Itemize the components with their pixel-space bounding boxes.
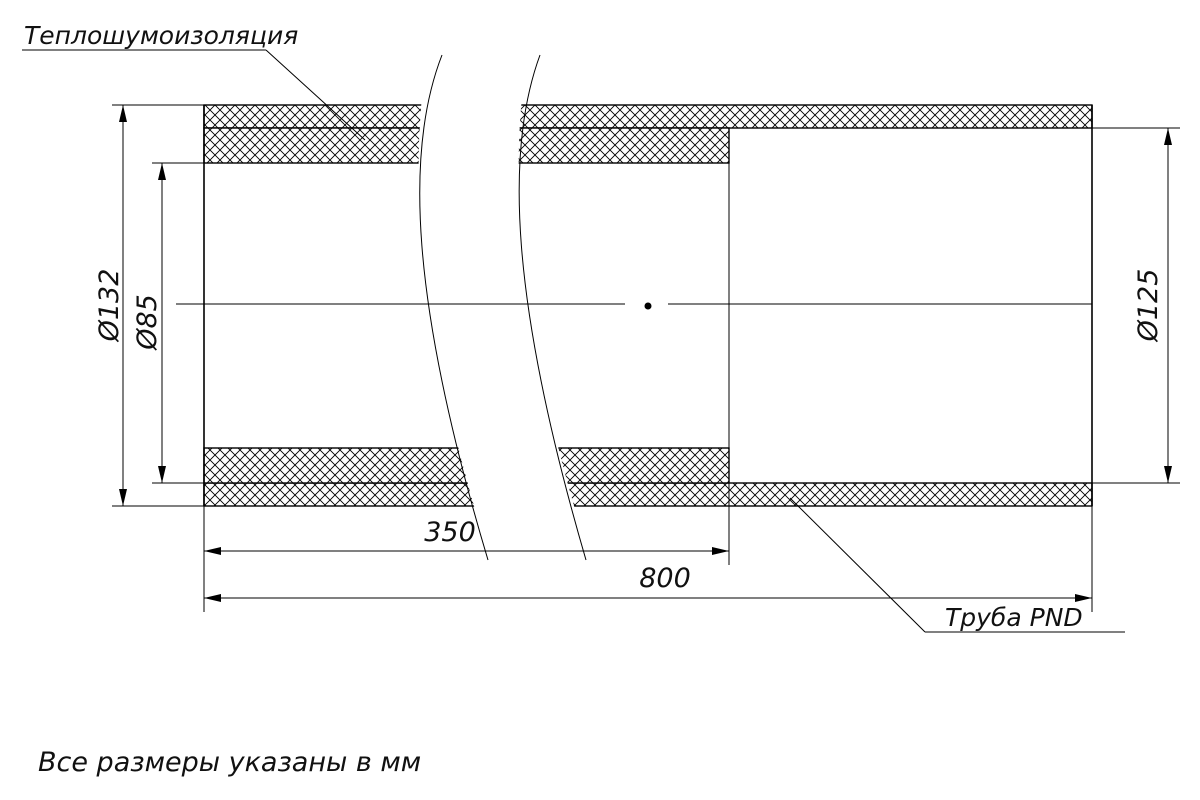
dimension-total-length	[203, 506, 1093, 612]
pipe-diameter-label: Ø125	[1133, 269, 1164, 343]
leader-insulation	[22, 49, 366, 141]
dimension-insulation-length	[203, 506, 730, 565]
dimension-inner-diameter	[152, 162, 204, 484]
break-line-left	[419, 54, 489, 561]
insulation-label: Теплошумоизоляция	[24, 21, 298, 50]
total-length-label: 800	[639, 563, 691, 594]
dimension-pipe-diameter	[1092, 127, 1180, 484]
break-line-right	[518, 54, 587, 561]
center-point	[644, 302, 652, 310]
leader-pipe	[789, 497, 1125, 633]
dimension-outer-diameter	[112, 104, 204, 507]
insulation-length-label: 350	[424, 517, 476, 548]
pipe-label: Труба PND	[945, 603, 1083, 632]
outer-diameter-label: Ø132	[94, 269, 125, 343]
dimensions-note: Все размеры указаны в мм	[38, 747, 421, 778]
inner-diameter-label: Ø85	[132, 294, 163, 351]
